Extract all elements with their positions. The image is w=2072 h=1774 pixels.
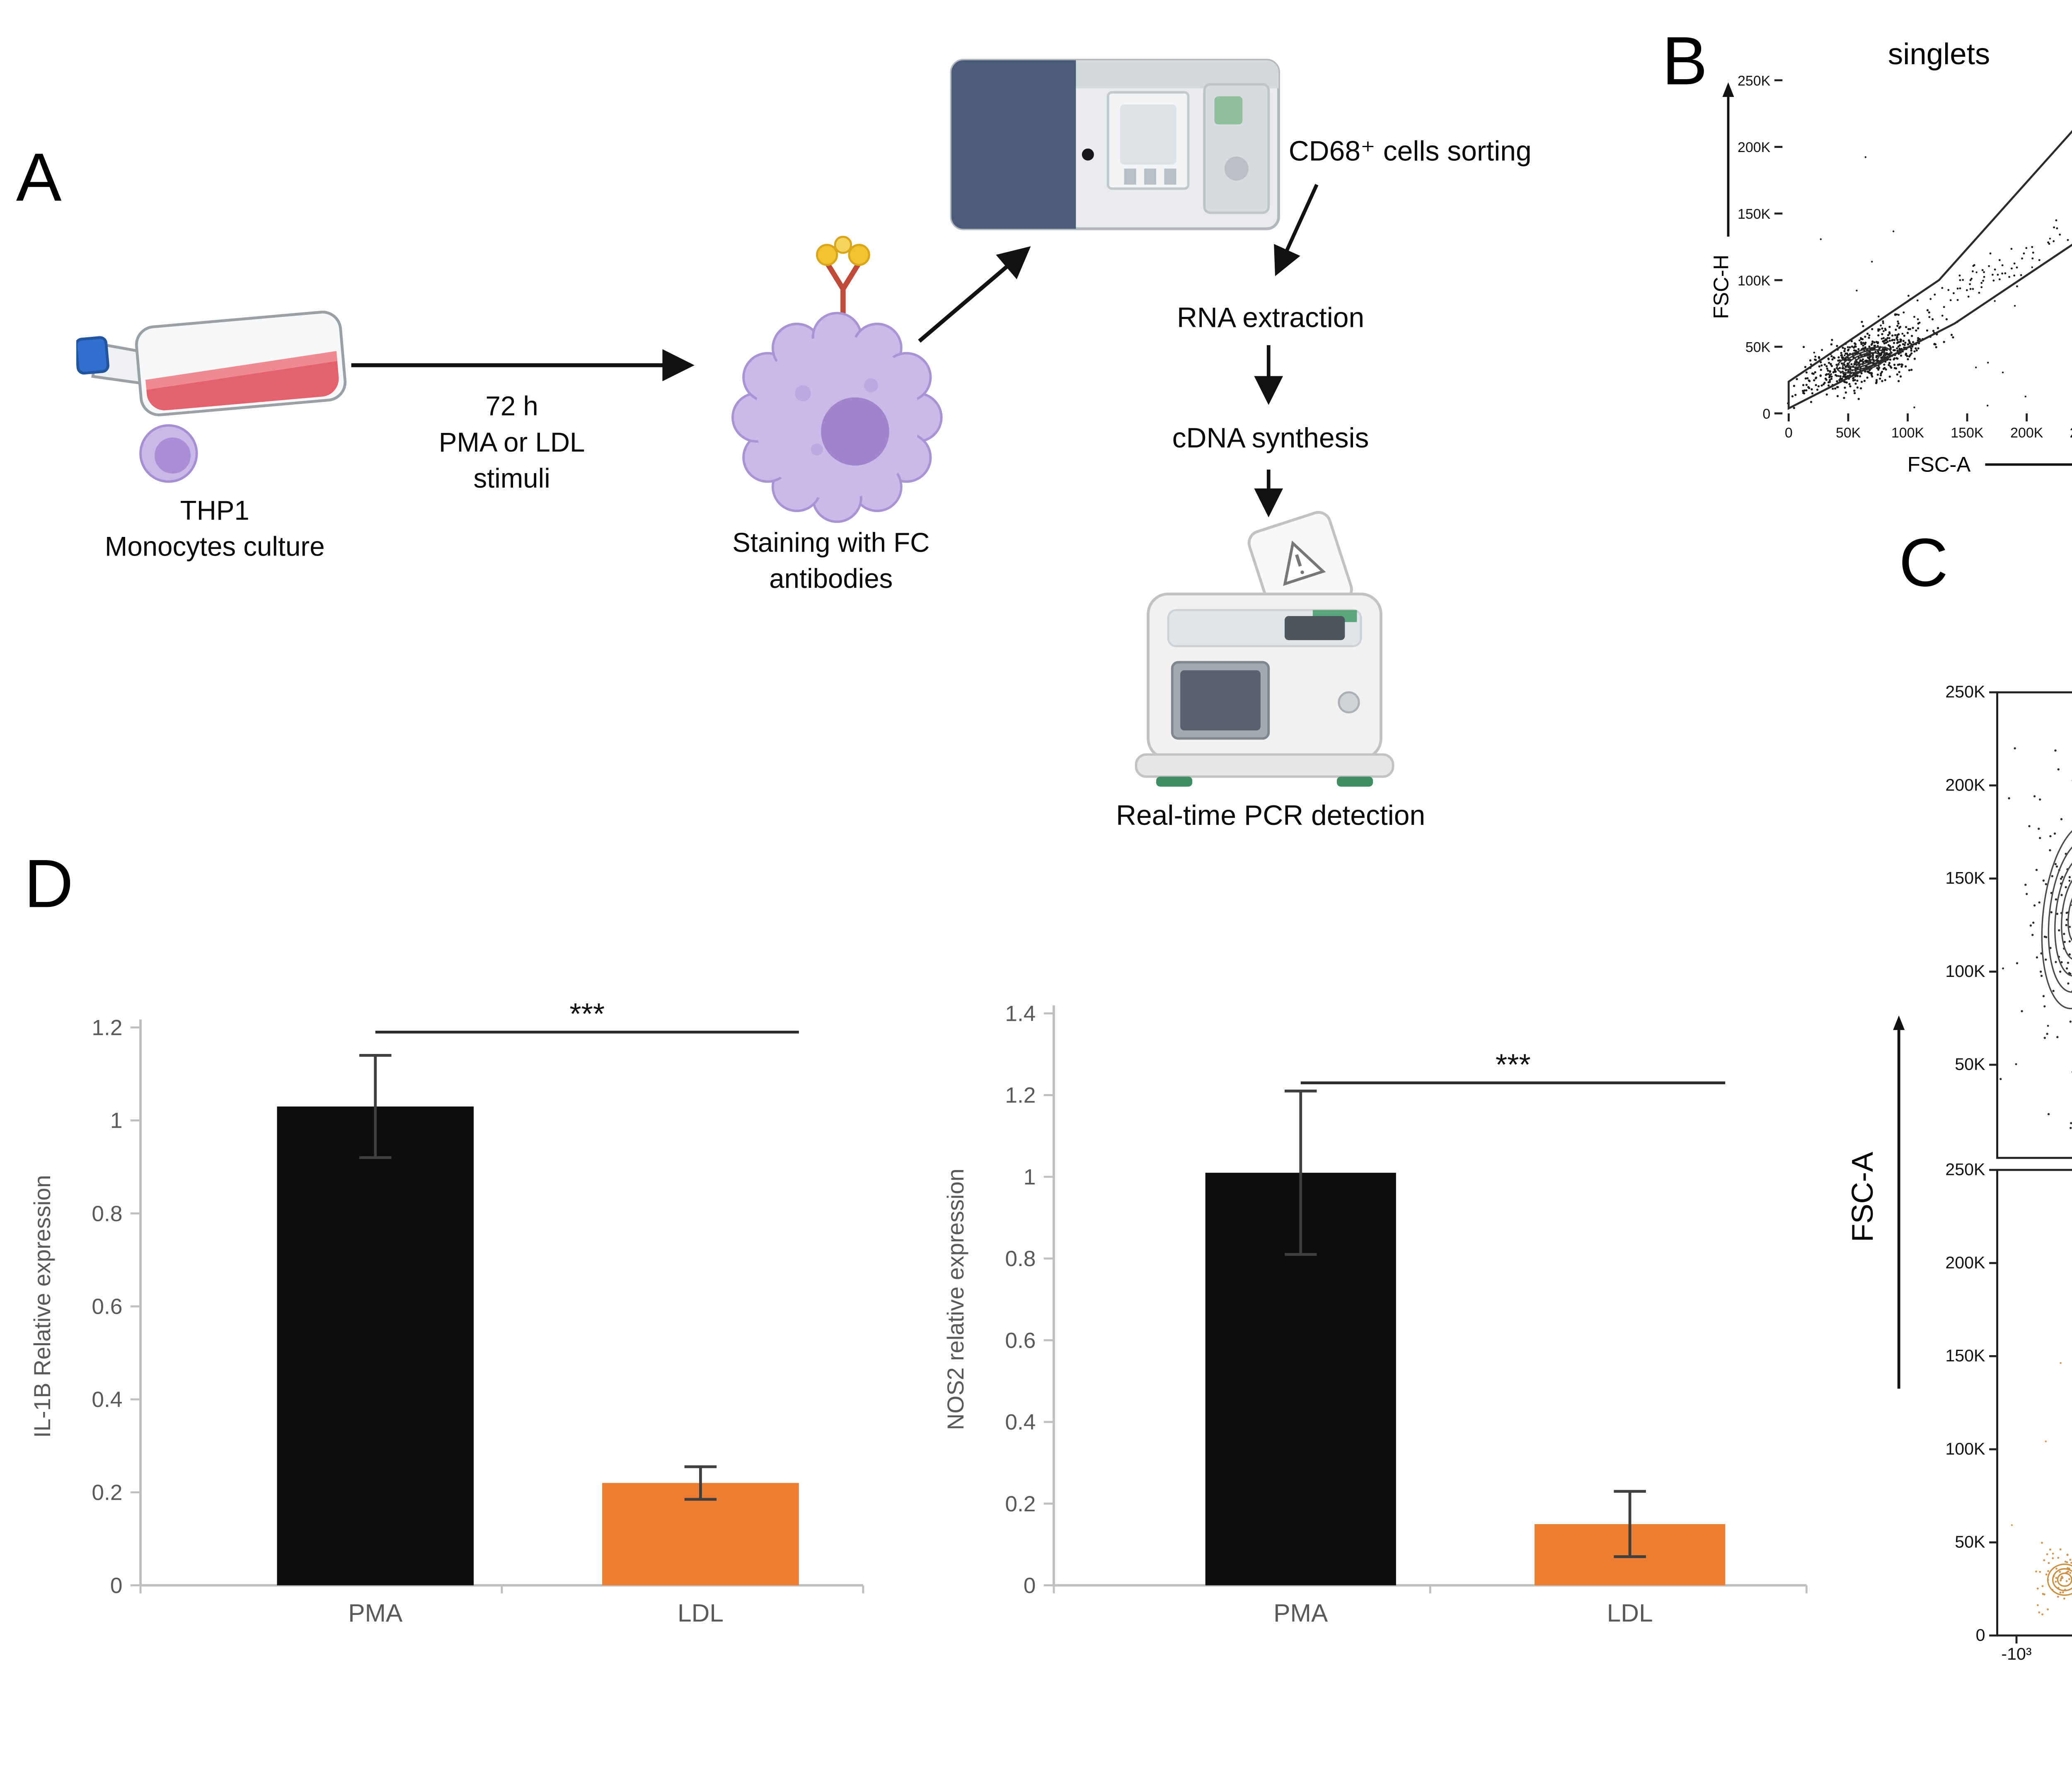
y-tick-label: 100K [1945, 1439, 1985, 1458]
x-tick-label: 100K [1891, 425, 1924, 441]
x-tick-label: 0 [1785, 425, 1793, 441]
plot-frame [1997, 692, 2072, 1158]
scatter-dots [2011, 1248, 2072, 1633]
y-tick-label: 100K [1738, 273, 1771, 289]
cdna-step-label: cDNA synthesis [1120, 419, 1421, 456]
y-tick-label: 150K [1945, 868, 1985, 887]
y-tick-label: 250K [1738, 73, 1771, 89]
plot-frame [1997, 1170, 2072, 1636]
x-tick-label: 50K [1836, 425, 1861, 441]
rna-step-label: RNA extraction [1120, 299, 1421, 336]
y-tick-label: 0.2 [92, 1481, 122, 1505]
culture-caption: THP1 Monocytes culture [24, 494, 405, 566]
cell-sorter-icon [939, 44, 1291, 245]
x-category-label: LDL [1607, 1599, 1653, 1627]
y-tick-label: 0 [1762, 406, 1770, 422]
y-tick-label: 0 [110, 1573, 123, 1598]
y-axis-title: NOS2 relative expression [943, 1169, 968, 1430]
significance-stars: *** [569, 997, 605, 1031]
y-tick-label: 1.2 [1005, 1083, 1036, 1108]
flow-plot-singlets: 250K 200K 150K 100K 50K 00 50K 100K 150K 200K 250K… [1698, 32, 2072, 498]
y-tick-label: 0.6 [1005, 1329, 1036, 1353]
y-tick-label: 0 [1024, 1573, 1036, 1598]
culture-flask-icon [76, 261, 367, 492]
y-tick-label: 0.2 [1005, 1492, 1036, 1516]
y-tick-label: 200K [1945, 775, 1985, 794]
y-tick-label: 100K [1945, 962, 1985, 981]
stimuli-caption: 72 h PMA or LDL stimuli [381, 389, 642, 497]
c-y-axis-arrow-icon [1806, 1003, 1967, 1405]
y-tick-label: 200K [1738, 140, 1771, 155]
x-tick-label: -10³ [2001, 1644, 2031, 1663]
x-tick-label: 150K [1951, 425, 1984, 441]
arrowhead-icon [1893, 1015, 1905, 1030]
y-tick-label: 1.2 [92, 1015, 122, 1040]
sorting-step-label: CD68⁺ cells sorting [1289, 133, 1650, 169]
y-tick-label: 250K [1945, 682, 1985, 701]
x-tick-label: 250K [2070, 425, 2072, 441]
staining-caption: Staining with FC antibodies [662, 526, 1000, 597]
plot-title: singlets [1888, 37, 1990, 71]
y-tick-label: 0.4 [92, 1387, 122, 1412]
pcr-step-label: Real-time PCR detection [1080, 797, 1461, 834]
arrowhead-icon [1722, 82, 1734, 97]
y-tick-label: 0.4 [1005, 1410, 1036, 1435]
significance-stars: *** [1496, 1048, 1531, 1081]
monocyte-icon [140, 425, 197, 482]
c-column-title-differentiated: Differentiated THP1 CD68⁺ cells [2007, 564, 2072, 645]
panel-label-c: C [1899, 526, 1948, 604]
y-tick-label: 150K [1738, 206, 1771, 222]
scatter-dots [1787, 156, 2072, 409]
bar-pma [277, 1107, 474, 1585]
x-axis-label: FSC-A [1907, 452, 1971, 476]
y-axis-label: FSC-H [1709, 255, 1733, 319]
y-tick-label: 1.4 [1005, 1002, 1036, 1026]
x-category-label: PMA [1273, 1599, 1328, 1627]
contour-cluster [2033, 819, 2072, 1012]
y-tick-label: 0.8 [1005, 1247, 1036, 1271]
x-tick-label: 200K [2010, 425, 2043, 441]
y-tick-label: 0 [1976, 1625, 1985, 1644]
pcr-machine-icon [1116, 510, 1417, 790]
macrophage-body-icon [733, 313, 942, 522]
y-tick-label: 50K [1955, 1532, 1985, 1552]
x-category-label: PMA [348, 1599, 403, 1627]
macrophage-icon [707, 201, 968, 532]
y-axis-title: IL-1B Relative expression [29, 1175, 55, 1438]
y-tick-label: 1 [110, 1109, 123, 1133]
y-tick-label: 1 [1024, 1165, 1036, 1189]
y-tick-label: 0.8 [92, 1201, 122, 1226]
x-category-label: LDL [678, 1599, 724, 1627]
y-tick-label: 0.6 [92, 1295, 122, 1319]
y-tick-label: 50K [1745, 340, 1771, 355]
